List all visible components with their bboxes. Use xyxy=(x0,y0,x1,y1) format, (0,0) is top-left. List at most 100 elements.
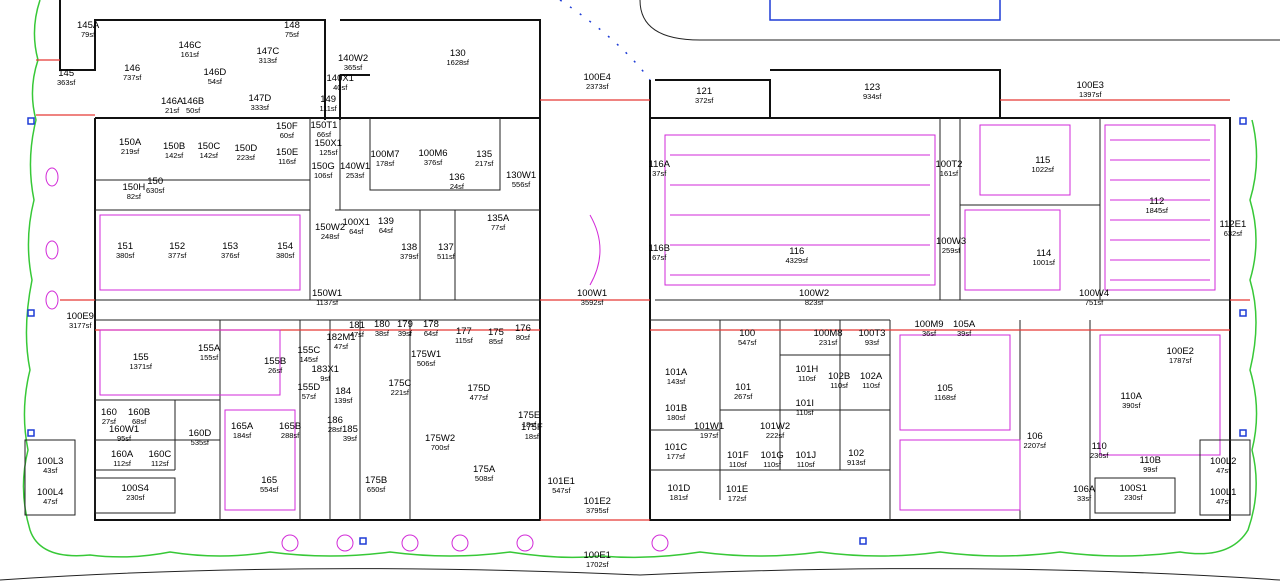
room-number: 101A xyxy=(665,367,688,378)
room-number: 101W1 xyxy=(694,421,725,432)
room-number: 149 xyxy=(320,94,337,105)
room-number: 102B xyxy=(828,371,851,382)
room-area: 110sf xyxy=(830,381,848,390)
room-number: 150 xyxy=(147,176,164,187)
room-number: 100 xyxy=(739,328,756,339)
room-area: 47sf xyxy=(333,342,349,351)
room-number: 155 xyxy=(132,352,149,363)
room-area: 1001sf xyxy=(1032,258,1056,267)
room-area: 68sf xyxy=(132,417,147,426)
room-area: 376sf xyxy=(221,251,240,260)
room-area: 751sf xyxy=(1084,298,1104,307)
room-area: 67sf xyxy=(652,253,667,262)
room-area: 172sf xyxy=(727,494,747,503)
room-number: 186 xyxy=(327,415,343,426)
room-area: 64sf xyxy=(423,329,439,338)
room-number: 136 xyxy=(449,172,465,183)
room-number: 100M8 xyxy=(813,328,843,339)
room-area: 934sf xyxy=(863,92,882,101)
room-number: 147C xyxy=(256,46,280,57)
room-number: 110B xyxy=(1139,455,1161,466)
room-number: 180 xyxy=(374,319,390,330)
room-area: 230sf xyxy=(1090,451,1109,460)
room-number: 182M1 xyxy=(326,332,356,343)
room-number: 100L3 xyxy=(37,456,64,467)
building-shell-west xyxy=(59,0,541,521)
room-area: 219sf xyxy=(120,147,140,156)
room-area: 142sf xyxy=(199,151,219,160)
room-number: 101E xyxy=(726,484,749,495)
room-area: 9sf xyxy=(320,374,331,383)
room-number: 150G xyxy=(311,161,335,172)
room-area: 230sf xyxy=(126,493,145,502)
room-number: 100T2 xyxy=(935,159,963,170)
room-number: 145 xyxy=(58,68,75,79)
room-number: 105A xyxy=(953,319,976,330)
room-number: 175A xyxy=(473,464,496,475)
room-area: 139sf xyxy=(334,396,353,405)
room-number: 146 xyxy=(124,63,141,74)
north-curb xyxy=(639,0,1280,41)
room-number: 155C xyxy=(297,345,321,356)
room-area: 180sf xyxy=(666,413,686,422)
lobby-seating xyxy=(589,214,601,286)
room-number: 115 xyxy=(1035,155,1051,166)
room-area: 28sf xyxy=(327,425,343,434)
north-road xyxy=(769,0,1001,21)
room-number: 150D xyxy=(234,143,258,154)
room-area: 376sf xyxy=(423,158,443,167)
partitions-east xyxy=(650,118,1230,520)
room-number: 130W1 xyxy=(506,170,537,181)
room-area: 37sf xyxy=(652,169,667,178)
room-area: 1137sf xyxy=(316,298,339,307)
room-number: 101H xyxy=(795,364,819,375)
room-number: 102A xyxy=(860,371,883,382)
room-area: 36sf xyxy=(921,329,937,338)
room-area: 632sf xyxy=(1223,229,1243,238)
room-number: 184 xyxy=(335,386,352,397)
room-area: 181sf xyxy=(669,493,689,502)
room-number: 165 xyxy=(261,475,278,486)
room-area: 99sf xyxy=(1143,465,1158,474)
room-area: 24sf xyxy=(449,182,465,191)
room-number: 140W1 xyxy=(340,161,371,172)
planters xyxy=(45,167,669,552)
room-area: 18sf xyxy=(522,420,537,429)
room-area: 1022sf xyxy=(1031,165,1055,174)
room-number: 116B xyxy=(648,243,670,254)
room-area: 630sf xyxy=(146,186,165,195)
